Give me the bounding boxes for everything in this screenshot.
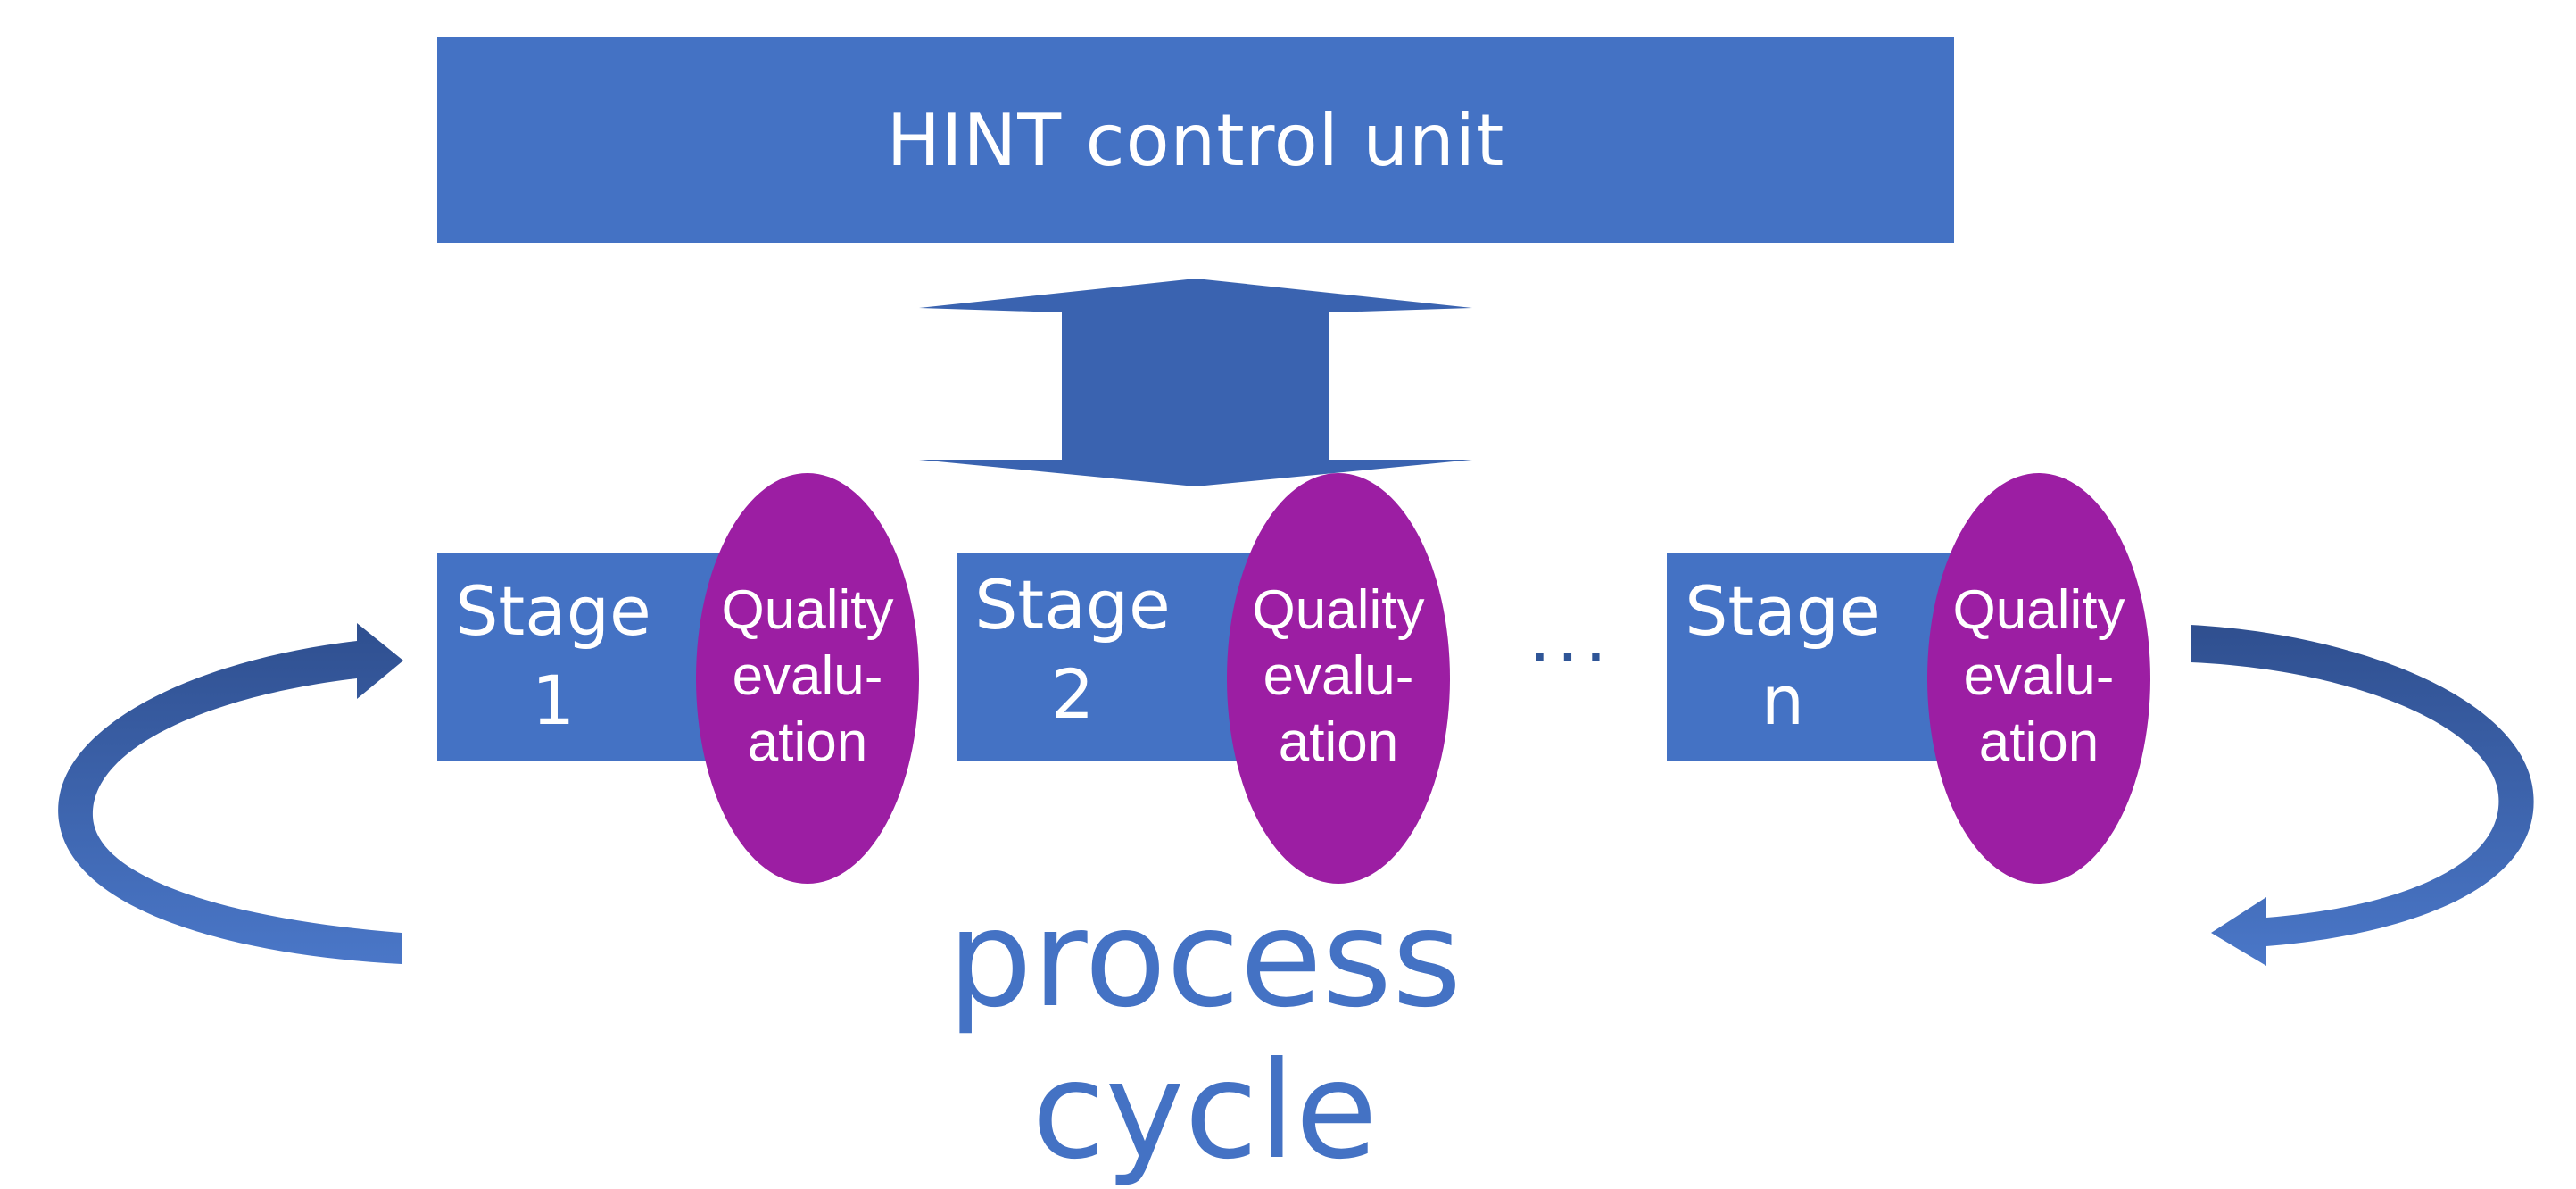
quality-evaluation-text-2: Quality evalu- ation [1227, 578, 1450, 776]
double-arrow-icon [919, 279, 1472, 486]
quality-line-1: Quality [721, 579, 894, 641]
stage-1-box: Stage 1 [437, 553, 732, 761]
quality-evaluation-ellipse-1: Quality evalu- ation [696, 473, 919, 884]
process-cycle-label: process cycle [947, 882, 1462, 1189]
quality-evaluation-ellipse-2: Quality evalu- ation [1227, 473, 1450, 884]
quality-line-1: Quality [1952, 579, 2125, 641]
diagram-arrows [58, 279, 2534, 966]
quality-line-2: evalu- [1263, 645, 1414, 707]
quality-line-1: Quality [1252, 579, 1425, 641]
quality-line-3: ation [747, 711, 868, 773]
ellipsis: ··· [1528, 616, 1613, 699]
quality-line-2: evalu- [732, 645, 883, 707]
quality-evaluation-text-1: Quality evalu- ation [696, 578, 919, 776]
stage-2-number: 2 [1050, 654, 1095, 734]
control-unit-box: HINT control unit [437, 37, 1954, 243]
quality-evaluation-ellipse-n: Quality evalu- ation [1927, 473, 2150, 884]
stage-1-label: Stage 1 [437, 567, 669, 745]
quality-evaluation-text-n: Quality evalu- ation [1927, 578, 2150, 776]
left-curved-arrow-icon [58, 623, 403, 964]
stage-n-letter: n [1760, 661, 1805, 740]
stage-2-word: Stage [974, 565, 1171, 644]
stage-n-box: Stage n [1667, 553, 1961, 761]
quality-line-3: ation [1278, 711, 1399, 773]
stage-1-number: 1 [531, 661, 576, 740]
process-diagram: HINT control unit Stage 1 Quality evalu-… [58, 37, 2534, 1187]
stage-2-label: Stage 2 [957, 561, 1189, 739]
stage-n-word: Stage [1685, 571, 1881, 651]
stage-1-word: Stage [455, 571, 651, 651]
control-unit-label: HINT control unit [886, 98, 1505, 182]
right-curved-arrow-icon [2191, 625, 2534, 966]
stage-n-label: Stage n [1667, 567, 1899, 745]
quality-line-2: evalu- [1963, 645, 2115, 707]
quality-line-3: ation [1978, 711, 2100, 773]
stage-2-box: Stage 2 [957, 553, 1251, 761]
